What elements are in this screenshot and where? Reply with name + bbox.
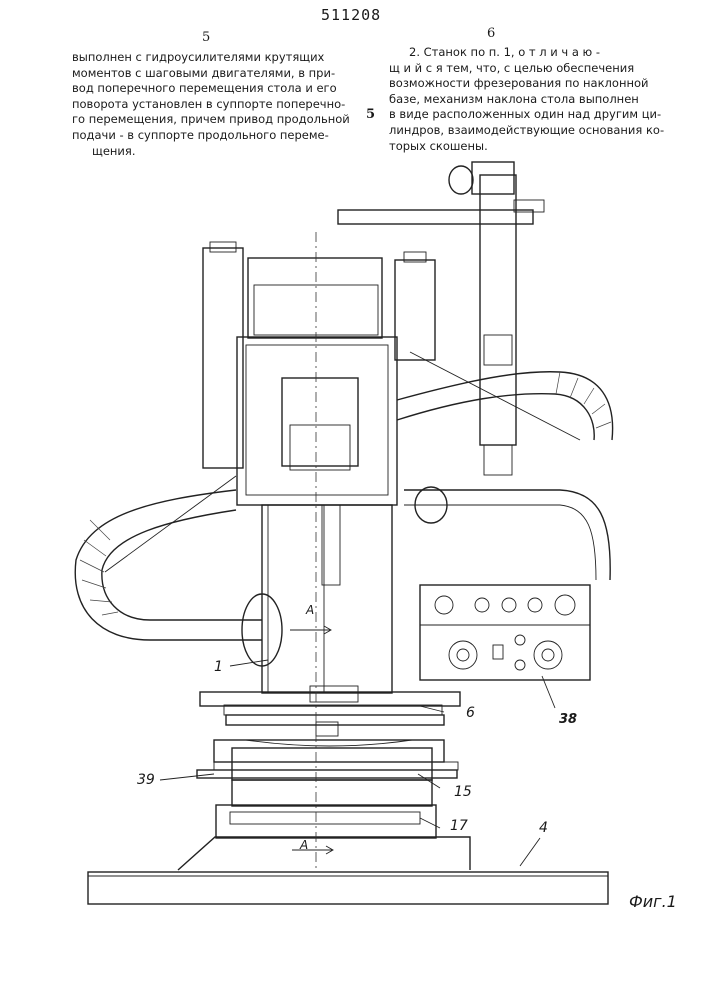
figure-caption: Фиг.1 (629, 892, 677, 911)
section-label-bottom: A (300, 838, 308, 852)
column-1 (262, 505, 392, 693)
label-39: 39 (137, 772, 155, 788)
label-1: 1 (214, 659, 223, 675)
top-arm (338, 210, 533, 224)
head-housing (237, 337, 397, 505)
base-plate (88, 872, 608, 904)
motor-unit (472, 162, 514, 194)
table-6 (226, 715, 444, 725)
pedestal-foot (178, 837, 470, 870)
cylinder-15 (232, 748, 432, 780)
label-6: 6 (466, 705, 475, 721)
pedestal-block (216, 805, 436, 838)
label-15: 15 (454, 784, 472, 800)
cylinder-17 (232, 780, 432, 806)
label-17: 17 (450, 818, 468, 834)
right-duct (397, 372, 613, 440)
label-4: 4 (539, 820, 548, 836)
section-label-top: A (306, 603, 314, 617)
label-38: 38 (559, 712, 577, 727)
right-cylinder (395, 260, 435, 360)
